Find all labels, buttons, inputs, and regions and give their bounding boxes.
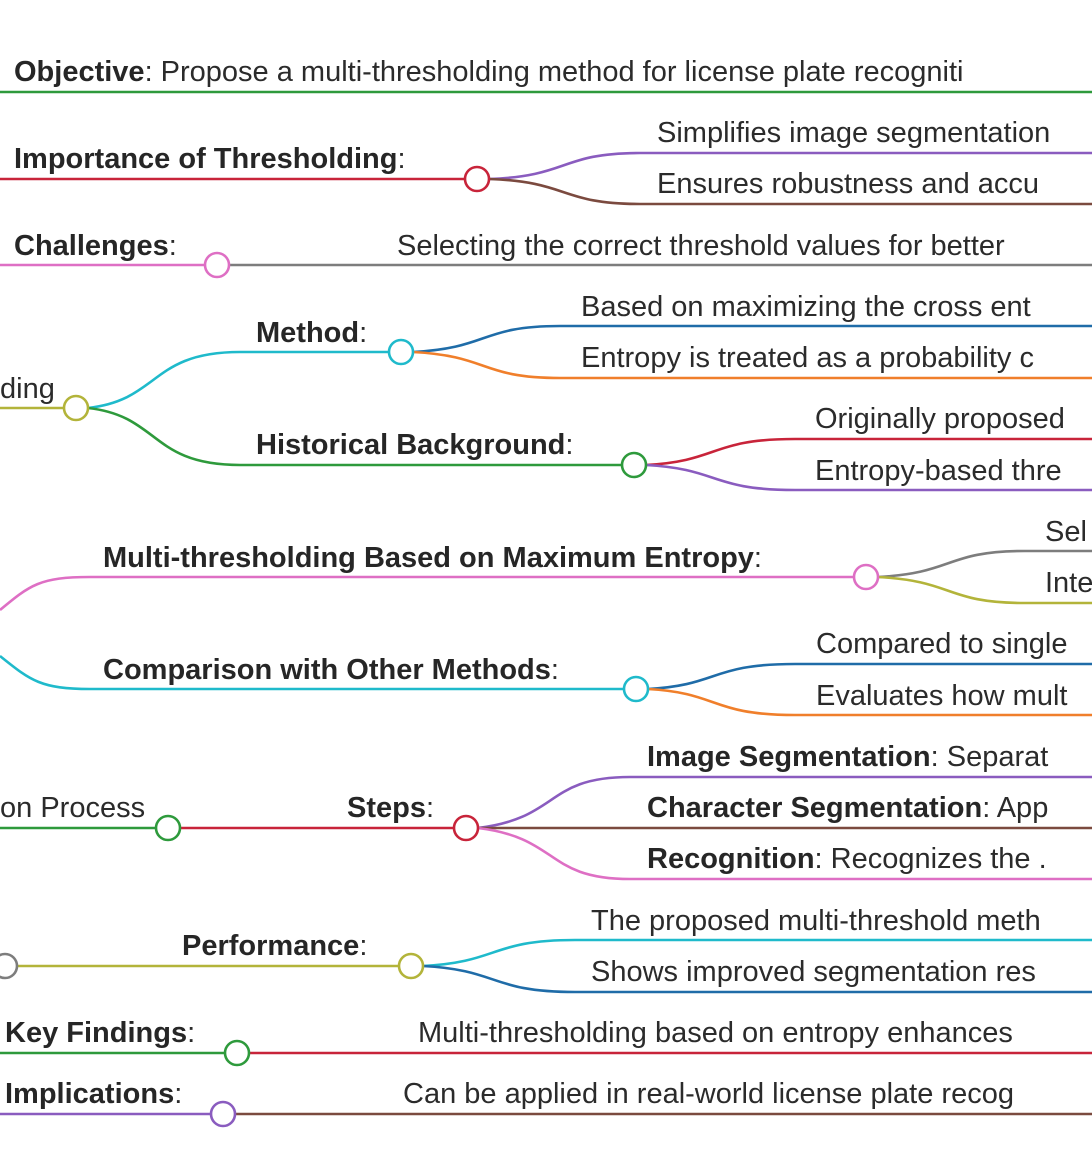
label-steps: Steps: — [347, 792, 435, 824]
edge-importance-b — [489, 177, 1092, 206]
label-comparison: Comparison with Other Methods: — [103, 654, 559, 686]
edge-method-b — [412, 350, 1092, 380]
label-importance-b: Ensures robustness and accu — [657, 168, 1040, 200]
label-steps-b: Character Segmentation: App — [647, 792, 1049, 824]
label-method: Method: — [256, 317, 368, 349]
label-implications: Implications: — [5, 1078, 183, 1110]
label-findings: Key Findings: — [5, 1017, 196, 1049]
label-performance: Performance: — [182, 930, 368, 962]
label-parent-b: on Process — [0, 792, 146, 824]
edge-comparison-b — [647, 687, 1092, 717]
node-findings[interactable] — [223, 1039, 251, 1067]
edge-performance-b — [422, 964, 1092, 994]
node-parent-b[interactable] — [154, 814, 182, 842]
label-multi: Multi-thresholding Based on Maximum Entr… — [103, 542, 762, 574]
edge-multi — [0, 575, 866, 611]
label-performance-b: Shows improved segmentation res — [591, 956, 1036, 988]
node-multi[interactable] — [852, 563, 880, 591]
edge-steps-a — [477, 775, 1092, 830]
label-multi-a: Sel — [1045, 516, 1087, 548]
label-challenges: Challenges: — [14, 230, 177, 262]
node-method[interactable] — [387, 338, 415, 366]
edge-importance-a — [489, 151, 1092, 181]
node-implications[interactable] — [209, 1100, 237, 1128]
node-challenges[interactable] — [203, 251, 231, 279]
node-comparison[interactable] — [622, 675, 650, 703]
label-multi-b: Inte — [1045, 567, 1092, 599]
label-comparison-b: Evaluates how mult — [816, 680, 1068, 712]
node-parent-a[interactable] — [62, 394, 90, 422]
label-findings-a: Multi-thresholding based on entropy enha… — [418, 1017, 1013, 1049]
edge-performance-a — [422, 938, 1092, 968]
label-parent-a: ding — [0, 373, 55, 405]
node-importance[interactable] — [463, 165, 491, 193]
node-steps[interactable] — [452, 814, 480, 842]
label-comparison-a: Compared to single — [816, 628, 1068, 660]
edge-steps-c — [477, 826, 1092, 881]
label-steps-a: Image Segmentation: Separat — [647, 741, 1049, 773]
label-method-a: Based on maximizing the cross ent — [581, 291, 1031, 323]
node-parent-c[interactable] — [0, 952, 19, 980]
label-challenges-a: Selecting the correct threshold values f… — [397, 230, 1005, 262]
edge-multi-a — [877, 549, 1092, 579]
label-history-a: Originally proposed — [815, 403, 1065, 435]
edge-method — [87, 350, 401, 410]
label-implications-a: Can be applied in real-world license pla… — [403, 1078, 1014, 1110]
label-performance-a: The proposed multi-threshold meth — [591, 905, 1041, 937]
label-importance: Importance of Thresholding: — [14, 143, 406, 175]
edge-history — [87, 406, 634, 467]
edge-method-a — [412, 324, 1092, 354]
node-performance[interactable] — [397, 952, 425, 980]
node-history[interactable] — [620, 451, 648, 479]
edge-comparison-a — [647, 662, 1092, 691]
edge-comparison — [0, 654, 636, 691]
label-method-b: Entropy is treated as a probability c — [581, 342, 1034, 374]
edge-history-b — [645, 463, 1092, 492]
label-importance-a: Simplifies image segmentation — [657, 117, 1051, 149]
label-history-b: Entropy-based thre — [815, 455, 1062, 487]
edge-history-a — [645, 437, 1092, 467]
label-objective: Objective: Propose a multi-thresholding … — [14, 56, 964, 88]
edge-multi-b — [877, 575, 1092, 605]
label-steps-c: Recognition: Recognizes the . — [647, 843, 1047, 875]
label-history: Historical Background: — [256, 429, 574, 461]
